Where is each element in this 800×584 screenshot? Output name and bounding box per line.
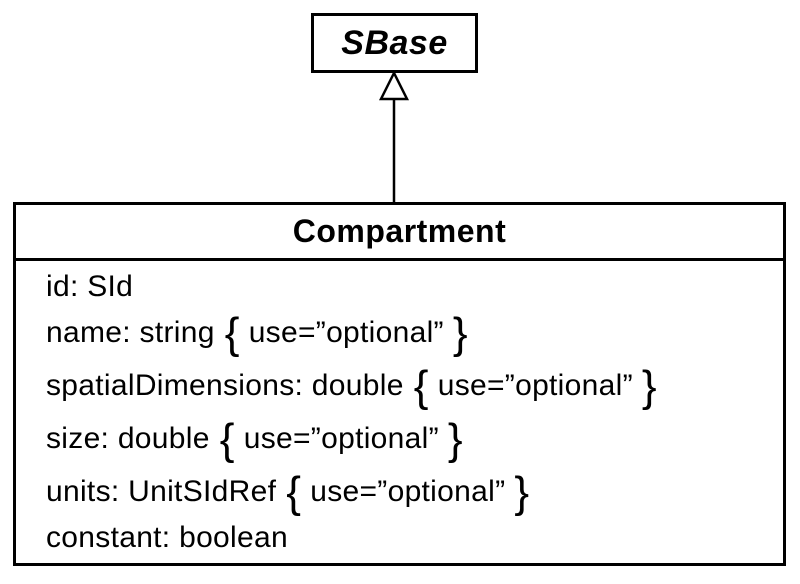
attribute-constraint: use=”optional” xyxy=(248,315,444,349)
attribute-row-id: id: SId xyxy=(46,269,773,303)
brace-open: { xyxy=(413,361,429,411)
inheritance-arrow-icon xyxy=(378,71,410,205)
attribute-row-spatialdimensions: spatialDimensions: double { use=”optiona… xyxy=(46,364,773,408)
sbase-class-name: SBase xyxy=(341,23,448,62)
brace-close: } xyxy=(641,361,657,411)
attribute-row-units: units: UnitSIdRef { use=”optional” } xyxy=(46,470,773,514)
attribute-text: spatialDimensions: double xyxy=(46,368,404,402)
brace-close: } xyxy=(452,308,468,358)
attribute-row-constant: constant: boolean xyxy=(46,520,773,554)
attribute-text: constant: boolean xyxy=(46,520,288,554)
compartment-class-name: Compartment xyxy=(292,213,507,249)
attribute-row-size: size: double { use=”optional” } xyxy=(46,417,773,461)
brace-open: { xyxy=(219,414,235,464)
brace-close: } xyxy=(514,467,530,517)
attribute-row-name: name: string { use=”optional” } xyxy=(46,311,773,355)
attribute-constraint: use=”optional” xyxy=(437,368,633,402)
brace-close: } xyxy=(447,414,463,464)
attribute-text: units: UnitSIdRef xyxy=(46,474,277,508)
class-box-sbase: SBase xyxy=(311,13,478,73)
class-box-compartment: Compartment id: SId name: string { use=”… xyxy=(13,202,786,566)
brace-open: { xyxy=(286,467,302,517)
compartment-header: Compartment xyxy=(16,205,783,261)
attribute-text: id: SId xyxy=(46,269,134,303)
compartment-attribute-list: id: SId name: string { use=”optional” } … xyxy=(16,261,783,563)
attribute-constraint: use=”optional” xyxy=(243,421,439,455)
attribute-constraint: use=”optional” xyxy=(310,474,506,508)
attribute-text: name: string xyxy=(46,315,215,349)
brace-open: { xyxy=(224,308,240,358)
attribute-text: size: double xyxy=(46,421,210,455)
